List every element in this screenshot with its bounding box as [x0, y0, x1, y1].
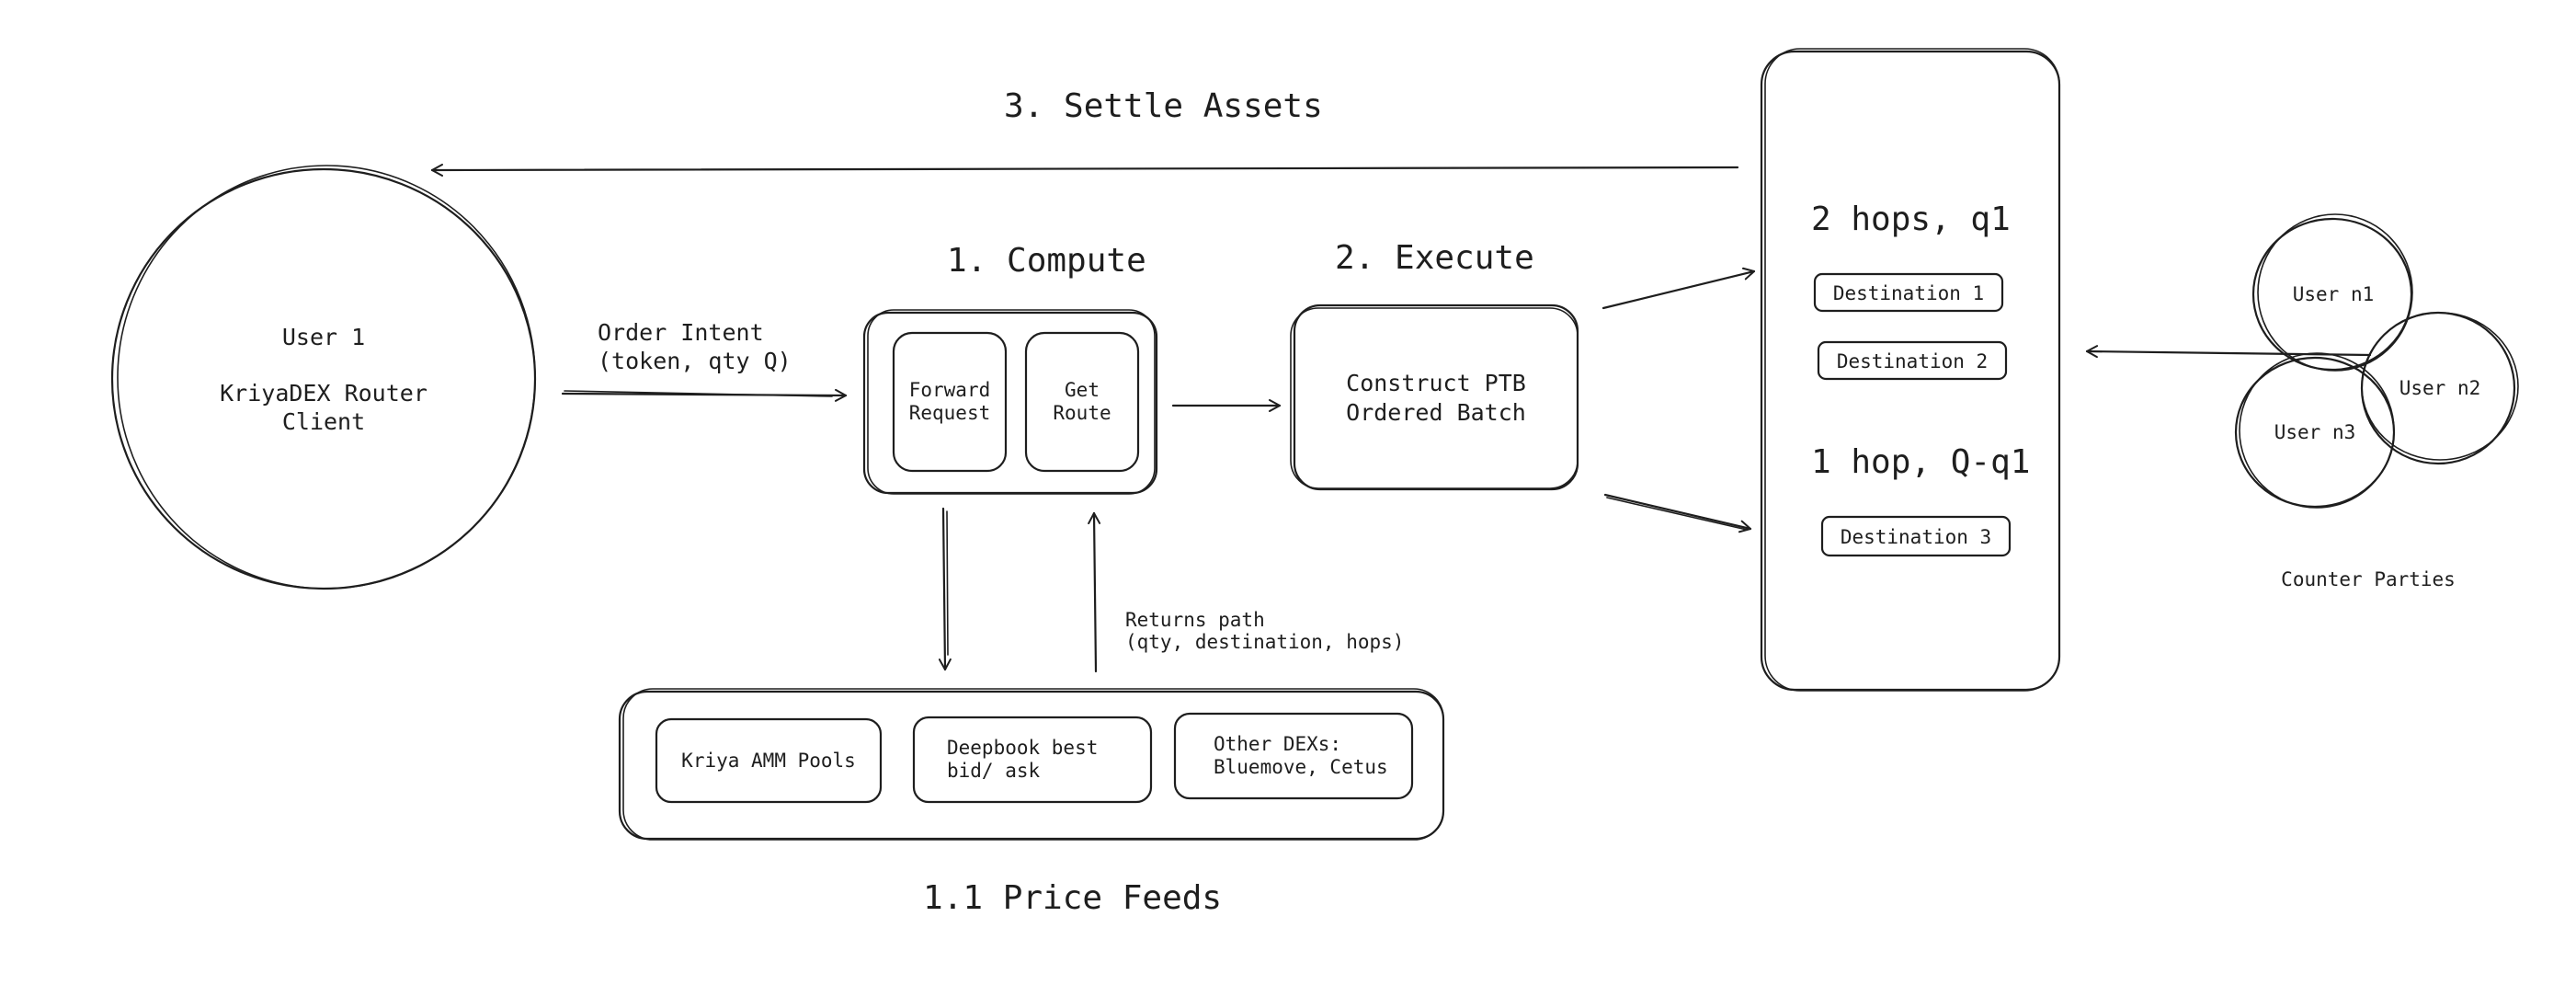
returns-path-arrow — [1088, 511, 1101, 673]
counterparties-caption: Counter Parties — [2281, 568, 2456, 590]
user-n1-label: User n1 — [2293, 283, 2375, 305]
settle-assets-title: 3. Settle Assets — [1004, 87, 1323, 125]
counterparties-group: User n1 User n2 User n3 Counter Parties — [2234, 213, 2519, 590]
execute-line-2: Ordered Batch — [1346, 399, 1526, 426]
price-feeds-box: Kriya AMM Pools Deepbook best bid/ ask O… — [618, 688, 1445, 841]
deepbook-box — [912, 716, 1153, 804]
routes-panel: 2 hops, q1 Destination 1 Destination 2 1… — [1760, 48, 2061, 692]
kriya-amm-label: Kriya AMM Pools — [681, 750, 856, 772]
destination-3-box — [1820, 515, 2012, 557]
get-route-label-1: Get — [1065, 379, 1100, 401]
request-prices-arrow — [938, 507, 952, 671]
compute-title: 1. Compute — [947, 242, 1146, 280]
settle-assets-arrow — [430, 163, 1739, 177]
other-dexs-label-1: Other DEXs: — [1214, 733, 1341, 755]
deepbook-label-1: Deepbook best — [947, 737, 1098, 759]
order-intent-params-label: (token, qty Q) — [598, 348, 792, 374]
other-dexs-label-2: Bluemove, Cetus — [1214, 756, 1388, 778]
get-route-box — [1024, 331, 1140, 473]
client-router-label: KriyaDEX Router — [220, 380, 427, 407]
user-n2-label: User n2 — [2399, 377, 2481, 399]
compute-box: Forward Request Get Route — [862, 309, 1158, 495]
other-dexs-box — [1173, 712, 1414, 800]
client-client-label: Client — [282, 408, 365, 435]
deepbook-label-2: bid/ ask — [947, 760, 1041, 782]
returns-path-params-label: (qty, destination, hops) — [1125, 631, 1404, 653]
route-group-2-title: 1 hop, Q-q1 — [1811, 443, 2030, 481]
order-intent-label: Order Intent — [598, 319, 764, 346]
destination-1-box — [1813, 272, 2004, 313]
route-group-1-title: 2 hops, q1 — [1811, 200, 2011, 238]
destination-2-box — [1817, 340, 2008, 381]
client-user-label: User 1 — [282, 324, 365, 350]
returns-path-label: Returns path — [1125, 609, 1265, 631]
user-n1-circle — [2251, 217, 2413, 372]
counterparties-arrow — [2085, 345, 2372, 359]
destination-3-label: Destination 3 — [1841, 526, 1991, 548]
destination-2-label: Destination 2 — [1837, 350, 1988, 372]
forward-request-label-1: Forward — [909, 379, 991, 401]
forward-request-label-2: Request — [909, 402, 991, 424]
execute-to-group2-arrow — [1603, 493, 1752, 533]
get-route-label-2: Route — [1053, 402, 1111, 424]
price-feeds-title: 1.1 Price Feeds — [923, 879, 1222, 917]
execute-box: Construct PTB Ordered Batch — [1290, 304, 1579, 491]
execute-title: 2. Execute — [1335, 239, 1534, 277]
client-node: User 1 KriyaDEX Router Client — [110, 165, 537, 590]
user-n3-label: User n3 — [2274, 421, 2356, 443]
destination-1-label: Destination 1 — [1833, 282, 1984, 304]
forward-request-box — [892, 331, 1008, 473]
kriya-amm-box — [655, 717, 883, 804]
execute-line-1: Construct PTB — [1346, 370, 1526, 396]
execute-to-group1-arrow — [1601, 267, 1756, 310]
